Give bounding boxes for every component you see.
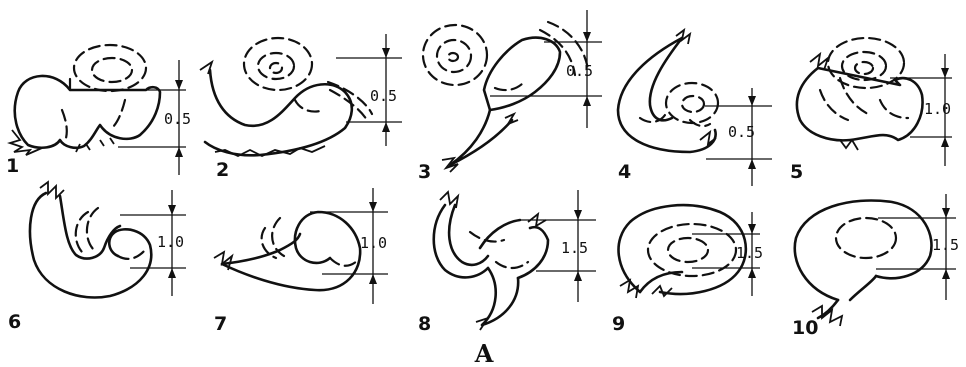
panel-3-rings <box>421 23 489 87</box>
panel-10-rings <box>834 216 898 260</box>
panel-2-thickness-marker: 0.5 <box>336 34 402 146</box>
panel-10: 1.5 10 <box>792 194 959 339</box>
panel-2-number: 2 <box>216 159 229 181</box>
panel-3-number: 3 <box>418 161 431 183</box>
panel-3-thickness-marker: 0.5 <box>490 10 602 128</box>
figure-caption: A <box>474 339 494 367</box>
panel-7-thickness-marker: 1.0 <box>310 188 388 304</box>
panel-4-shape <box>616 27 717 154</box>
panel-1-thickness: 0.5 <box>164 110 191 128</box>
panel-10-thickness-marker: 1.5 <box>876 194 959 300</box>
panel-2-thickness: 0.5 <box>370 87 397 105</box>
panel-5: 1.0 5 <box>790 36 952 183</box>
panel-1-rings <box>72 43 148 93</box>
panel-4-thickness: 0.5 <box>728 123 755 141</box>
panel-9-shape <box>617 203 748 299</box>
panel-1-thickness-marker: 0.5 <box>118 60 191 175</box>
panel-7: 1.0 7 <box>213 188 388 335</box>
panel-1: 0.5 1 <box>6 43 191 177</box>
panel-6-shape <box>28 180 153 299</box>
panel-2: 0.5 2 <box>199 34 402 181</box>
panel-8-number: 8 <box>418 313 431 335</box>
panel-9-thickness-marker: 1.5 <box>692 212 763 296</box>
panel-6: 1.0 6 <box>8 180 186 333</box>
panel-5-shape <box>795 51 924 151</box>
panel-3: 0.5 3 <box>418 10 602 183</box>
panel-8: 1.5 8 <box>418 190 596 335</box>
panel-5-rings <box>826 36 906 90</box>
panel-7-number: 7 <box>214 313 227 335</box>
panel-8-shape <box>432 190 550 331</box>
panel-7-thickness: 1.0 <box>360 234 387 252</box>
panel-4: 0.5 4 <box>616 27 772 186</box>
panel-3-shape <box>441 20 590 173</box>
panel-9-number: 9 <box>612 313 625 335</box>
panel-5-thickness: 1.0 <box>924 100 951 118</box>
panel-9-thickness: 1.5 <box>736 244 763 262</box>
panel-1-number: 1 <box>6 155 19 177</box>
panel-2-shape <box>199 59 374 157</box>
panel-4-rings <box>664 81 720 125</box>
panel-4-thickness-marker: 0.5 <box>705 88 772 186</box>
panel-8-thickness-marker: 1.5 <box>520 190 596 302</box>
panel-10-number: 10 <box>792 317 818 339</box>
panel-3-thickness: 0.5 <box>566 62 593 80</box>
panel-6-number: 6 <box>8 311 21 333</box>
panel-10-shape <box>793 199 933 327</box>
panel-1-shape <box>7 74 162 156</box>
panel-4-number: 4 <box>618 161 631 183</box>
panel-2-rings <box>242 36 314 92</box>
panel-6-thickness-marker: 1.0 <box>120 190 186 296</box>
panel-9: 1.5 9 <box>612 203 763 335</box>
panel-8-thickness: 1.5 <box>561 239 588 257</box>
panel-10-thickness: 1.5 <box>932 236 959 254</box>
panel-5-thickness-marker: 1.0 <box>890 54 952 166</box>
panel-6-thickness: 1.0 <box>157 233 184 251</box>
panel-9-rings <box>646 222 738 278</box>
panel-7-shape <box>213 210 362 292</box>
panel-5-number: 5 <box>790 161 803 183</box>
